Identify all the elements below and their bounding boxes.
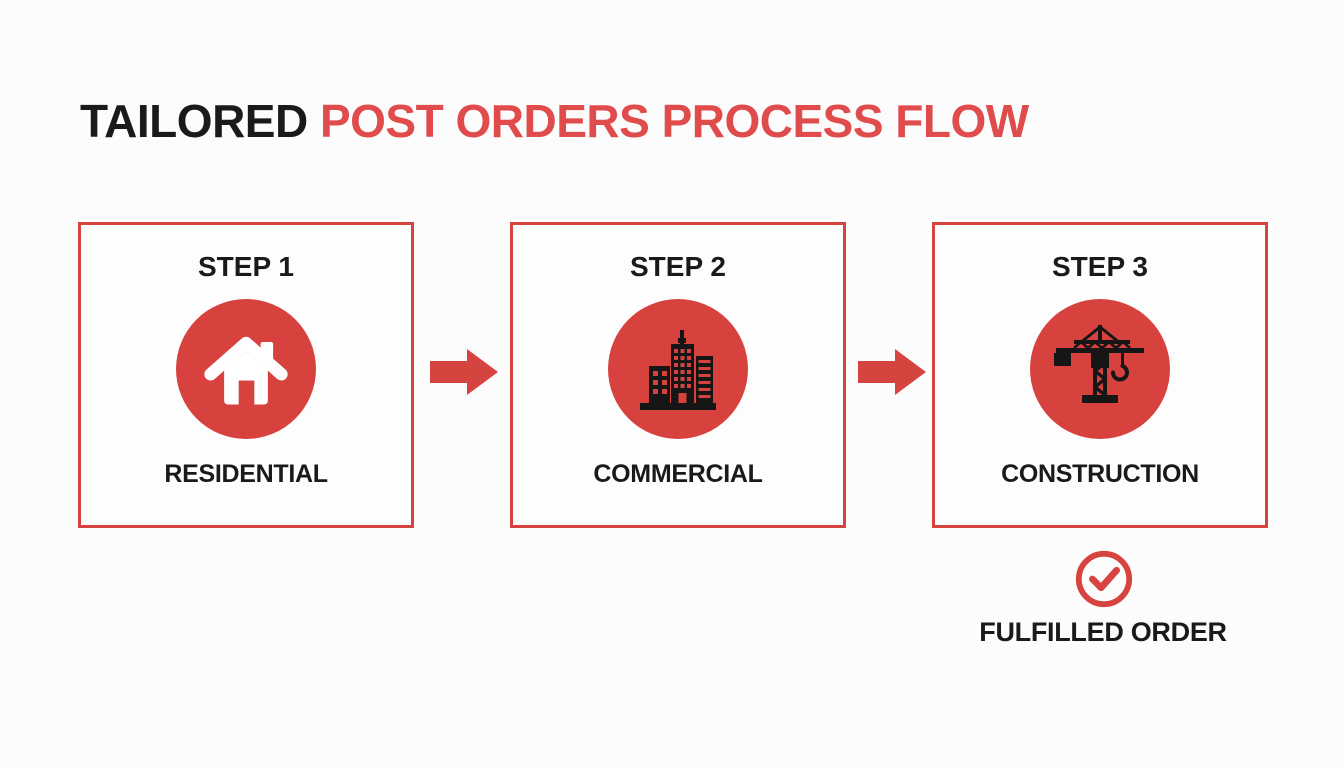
- title-black-segment: TAILORED: [80, 95, 308, 147]
- step-name-label: COMMERCIAL: [593, 460, 763, 488]
- flow-arrow-icon: [430, 349, 498, 395]
- page-title: TAILORED POST ORDERS PROCESS FLOW: [80, 94, 1029, 148]
- step-box-residential: STEP 1 RESIDENTIAL: [78, 222, 414, 528]
- step-name-label: RESIDENTIAL: [164, 460, 328, 488]
- step-number-label: STEP 2: [630, 251, 726, 282]
- step-name-label: CONSTRUCTION: [1001, 460, 1199, 488]
- step-number-label: STEP 1: [198, 251, 294, 282]
- flow-arrow-icon: [858, 349, 926, 395]
- crane-icon: [1048, 315, 1152, 424]
- step-box-construction: STEP 3: [932, 222, 1268, 528]
- house-icon: [196, 317, 296, 422]
- step-icon-circle: [176, 299, 316, 439]
- building-icon: [630, 319, 726, 420]
- fulfilled-order-label: FULFILLED ORDER: [979, 617, 1227, 647]
- step-icon-circle: [1030, 299, 1170, 439]
- step-box-commercial: STEP 2: [510, 222, 846, 528]
- title-red-segment: POST ORDERS PROCESS FLOW: [319, 95, 1029, 147]
- check-circle-icon: [1073, 548, 1135, 610]
- step-icon-circle: [608, 299, 748, 439]
- step-number-label: STEP 3: [1052, 251, 1148, 282]
